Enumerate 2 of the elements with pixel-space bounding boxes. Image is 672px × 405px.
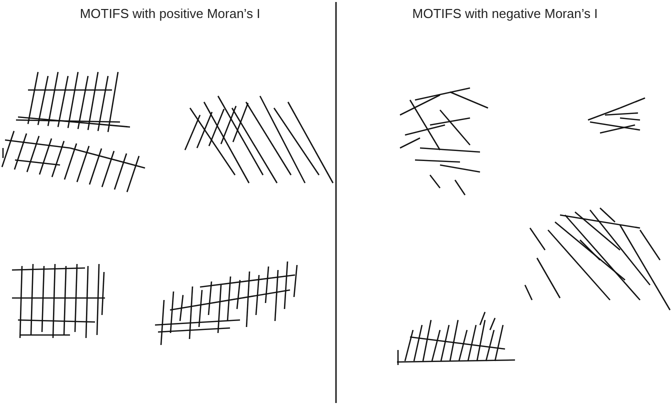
panel-title: MOTIFS with positive Moran’s I	[80, 6, 260, 21]
panel-title: MOTIFS with negative Moran’s I	[412, 6, 598, 21]
